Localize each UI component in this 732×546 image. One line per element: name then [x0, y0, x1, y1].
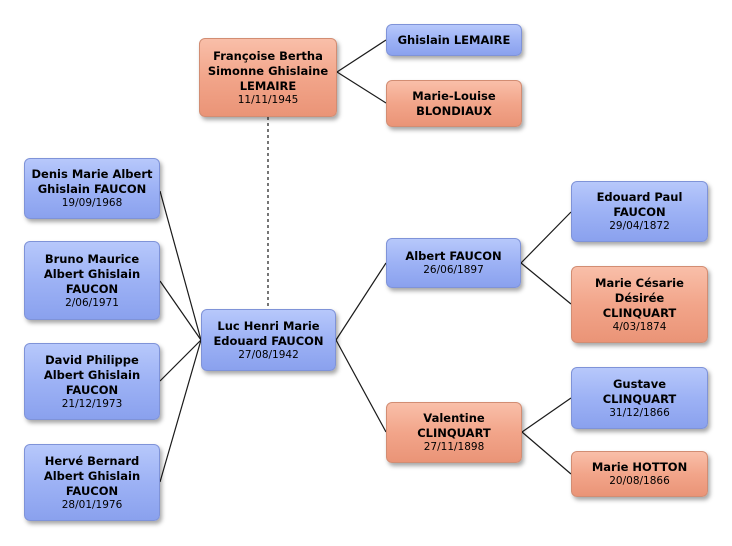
person-name: Bruno Maurice Albert Ghislain FAUCON [43, 251, 141, 296]
person-birth-date: 27/11/1898 [423, 441, 485, 453]
person-birth-date: 20/08/1866 [609, 475, 670, 487]
person-name: Luc Henri Marie Edouard FAUCON [213, 318, 324, 348]
person-marie-hotton[interactable]: Marie HOTTON 20/08/1866 [571, 451, 708, 497]
person-birth-date: 26/06/1897 [423, 264, 484, 276]
person-name: Marie Césarie Désirée CLINQUART [595, 275, 684, 320]
person-name: Marie HOTTON [591, 460, 688, 474]
link-valentine-gustave [521, 397, 572, 433]
person-albert-faucon[interactable]: Albert FAUCON 26/06/1897 [386, 238, 521, 288]
person-name: Ghislain LEMAIRE [397, 32, 511, 47]
person-herve-faucon[interactable]: Hervé Bernard Albert Ghislain FAUCON 28/… [24, 444, 160, 521]
person-name: Edouard Paul FAUCON [596, 190, 683, 219]
link-francoise-ghislain [336, 39, 387, 73]
person-denis-faucon[interactable]: Denis Marie Albert Ghislain FAUCON 19/09… [24, 158, 160, 219]
person-name: Hervé Bernard Albert Ghislain FAUCON [43, 453, 141, 498]
link-valentine-mariehotton [521, 431, 572, 475]
person-luc-faucon[interactable]: Luc Henri Marie Edouard FAUCON 27/08/194… [201, 309, 336, 371]
person-name: Marie-Louise BLONDIAUX [412, 88, 496, 118]
person-birth-date: 19/09/1968 [61, 197, 123, 209]
link-albert-edouard [520, 211, 572, 264]
link-denis-luc [159, 190, 202, 341]
person-birth-date: 28/01/1976 [61, 498, 123, 511]
person-name: Gustave CLINQUART [602, 376, 677, 406]
link-albert-mariecesarie [520, 262, 572, 305]
person-bruno-faucon[interactable]: Bruno Maurice Albert Ghislain FAUCON 2/0… [24, 241, 160, 320]
link-luc-valentine [335, 339, 387, 433]
person-ghislain-lemaire[interactable]: Ghislain LEMAIRE [386, 24, 522, 56]
link-luc-albert [335, 262, 387, 341]
person-edouard-faucon[interactable]: Edouard Paul FAUCON 29/04/1872 [571, 181, 708, 242]
person-gustave-clinquart[interactable]: Gustave CLINQUART 31/12/1866 [571, 367, 708, 429]
person-francoise-lemaire[interactable]: Françoise Bertha Simonne Ghislaine LEMAI… [199, 38, 337, 117]
link-herve-luc [159, 339, 202, 483]
person-valentine-clinquart[interactable]: Valentine CLINQUART 27/11/1898 [386, 402, 522, 463]
person-birth-date: 11/11/1945 [237, 93, 299, 106]
person-marie-louise-blondiaux[interactable]: Marie-Louise BLONDIAUX [386, 80, 522, 127]
person-name: Albert FAUCON [405, 249, 502, 263]
person-birth-date: 2/06/1971 [65, 296, 119, 309]
person-name: Françoise Bertha Simonne Ghislaine LEMAI… [207, 48, 329, 93]
person-david-faucon[interactable]: David Philippe Albert Ghislain FAUCON 21… [24, 343, 160, 420]
person-birth-date: 29/04/1872 [609, 220, 670, 232]
link-francoise-marielouise [336, 71, 387, 104]
person-name: David Philippe Albert Ghislain FAUCON [43, 352, 141, 397]
person-birth-date: 31/12/1866 [609, 406, 670, 419]
person-name: Valentine CLINQUART [417, 411, 491, 440]
person-birth-date: 27/08/1942 [238, 348, 299, 361]
person-marie-cesarie-clinquart[interactable]: Marie Césarie Désirée CLINQUART 4/03/187… [571, 266, 708, 343]
person-birth-date: 4/03/1874 [612, 320, 667, 333]
link-bruno-luc [159, 280, 202, 341]
person-birth-date: 21/12/1973 [61, 397, 123, 410]
link-david-luc [159, 339, 202, 382]
person-name: Denis Marie Albert Ghislain FAUCON [31, 167, 153, 196]
